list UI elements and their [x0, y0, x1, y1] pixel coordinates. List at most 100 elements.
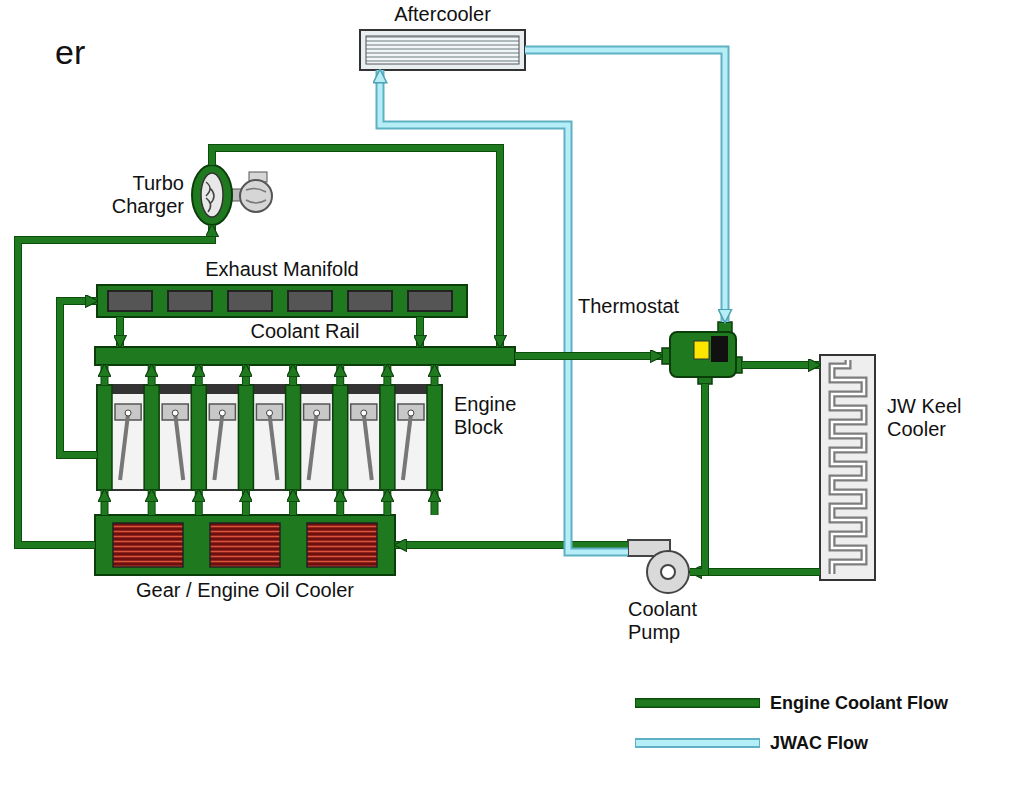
engine-block-figure [97, 385, 442, 490]
pipe-outline [431, 365, 439, 385]
figure-stroke [348, 386, 380, 394]
coolant-pipe [690, 572, 820, 573]
coolant-pipe [742, 365, 820, 366]
coolant-pipe [18, 225, 212, 545]
figure-stroke [95, 347, 515, 365]
part-label: Coolant Rail [95, 320, 515, 343]
figure-stroke [108, 291, 152, 311]
pipe-flow [290, 490, 296, 515]
part-label: Gear / Engine Oil Cooler [95, 579, 395, 602]
figure-stroke [175, 414, 183, 480]
legend-entry: Engine Coolant Flow [770, 692, 948, 714]
oil-cooler: Gear / Engine Oil Cooler [95, 515, 395, 575]
figure-stroke [270, 414, 278, 480]
pipe-outline [336, 365, 344, 385]
pipe-outline [195, 365, 203, 385]
figure-stroke [832, 360, 864, 574]
page-fragment: er [55, 32, 85, 72]
pipe-flow [196, 490, 202, 515]
figure-stroke [210, 523, 280, 567]
pipe-flow [117, 317, 123, 347]
pipe-outline [18, 225, 212, 545]
figure-stroke [670, 332, 736, 377]
figure-stroke [219, 410, 225, 416]
pipe-flow [102, 365, 108, 385]
figure-stroke [403, 414, 411, 480]
pipe-outline [690, 384, 705, 572]
exhaust-manifold: Exhaust Manifold [97, 285, 467, 317]
pipe-outline [742, 361, 820, 369]
figure-stroke [307, 523, 377, 567]
keel-cooler: JW Keel Cooler [820, 355, 875, 580]
figure-stroke [206, 182, 214, 212]
figure-stroke [191, 385, 206, 490]
figure-stroke [168, 291, 212, 311]
figure-stroke [192, 165, 232, 225]
part-label: Aftercooler [360, 3, 525, 26]
pipe-outline [60, 301, 97, 455]
thermostat: Thermostat [662, 322, 742, 384]
coolant-pump-figure [628, 540, 689, 593]
figure-stroke [240, 180, 272, 212]
pipe-flow [290, 365, 296, 385]
part-label: Exhaust Manifold [97, 258, 467, 281]
aftercooler-core [360, 30, 525, 70]
legend-samples [635, 703, 760, 743]
pipe-outline [242, 490, 250, 515]
thermostat-figure [662, 322, 742, 384]
figure-stroke [366, 36, 519, 64]
pipe-outline [242, 365, 250, 385]
pipe-flow [432, 365, 438, 385]
figure-stroke [380, 385, 395, 490]
figure-stroke [112, 386, 144, 394]
pipe-flow [432, 490, 438, 515]
pipe-outline [336, 490, 344, 515]
turbocharger-figure [192, 165, 272, 225]
figure-stroke [172, 410, 178, 416]
figure-stroke [238, 385, 253, 490]
figure-stroke [636, 700, 759, 707]
coolant-pipe [690, 384, 705, 572]
figure-stroke [364, 414, 372, 480]
coolant-pipe [212, 148, 500, 347]
pipe-flow [60, 301, 97, 455]
engine-block: Engine Block [97, 385, 442, 490]
figure-stroke [636, 740, 759, 746]
figure-stroke [125, 410, 131, 416]
pipe-outline [101, 490, 109, 515]
pipe-outline [148, 365, 156, 385]
figure-stroke [144, 385, 159, 490]
pipe-outline [289, 490, 297, 515]
figure-stroke [113, 523, 183, 567]
figure-stroke [309, 414, 317, 480]
pipe-flow [243, 365, 249, 385]
figure-stroke [97, 285, 467, 317]
pipe-outline [525, 50, 725, 322]
figure-stroke [635, 738, 760, 748]
pipe-outline [431, 490, 439, 515]
figure-stroke [314, 410, 320, 416]
pipe-outline [383, 490, 391, 515]
pipe-outline [101, 365, 109, 385]
pipe-outline [116, 317, 124, 347]
legend-entry: JWAC Flow [770, 732, 868, 754]
pipe-flow [742, 362, 820, 368]
coolant-pipe [60, 301, 97, 455]
pipe-flow [690, 384, 705, 572]
oil-cooler-figure [95, 515, 395, 575]
pipe-outline [148, 490, 156, 515]
figure-stroke [97, 385, 112, 490]
figure-stroke [348, 291, 392, 311]
figure-stroke [97, 385, 442, 490]
figure-stroke [214, 414, 222, 480]
coolant-pipe [395, 545, 628, 546]
keel-cooler-figure [820, 355, 875, 580]
figure-stroke [206, 386, 238, 394]
figure-stroke [228, 291, 272, 311]
figure-stroke [267, 410, 273, 416]
pipe-outline [195, 490, 203, 515]
part-label: Engine Block [454, 393, 546, 439]
figure-stroke [427, 385, 442, 490]
